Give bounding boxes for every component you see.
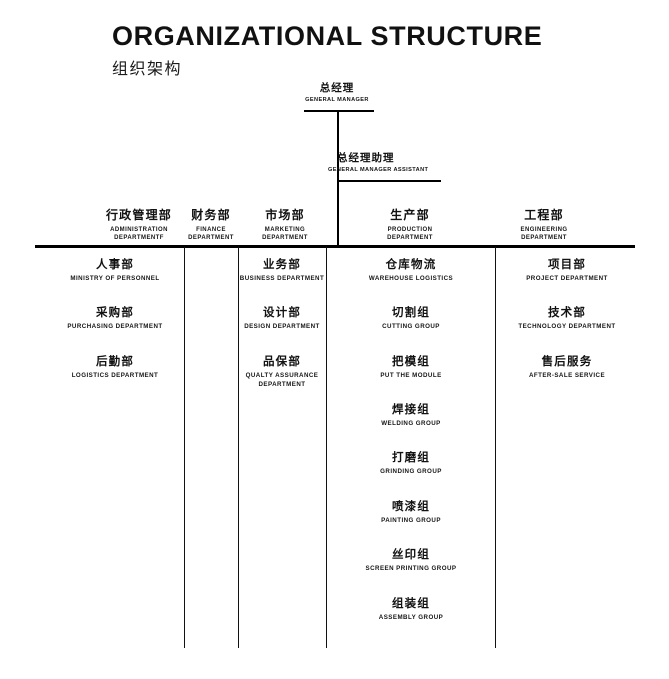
sub-screenprint-english: SCREEN PRINTING GROUP — [365, 565, 457, 573]
divider-column-2 — [238, 247, 239, 648]
node-assembly-group: 组装组 ASSEMBLY GROUP — [330, 597, 492, 623]
sub-aftersale-english: AFTER-SALE SERVICE — [528, 372, 606, 380]
node-department-engineering: 工程部 ENGINEERING DEPARTMENT — [484, 208, 604, 242]
rule-general-manager — [304, 110, 374, 112]
node-painting-group: 喷漆组 PAINTING GROUP — [330, 500, 492, 526]
sub-welding-english: WELDING GROUP — [381, 420, 441, 428]
sub-painting-english: PAINTING GROUP — [381, 517, 441, 525]
node-design-department: 设计部 DESIGN DEPARTMENT — [238, 306, 326, 332]
page-title-chinese: 组织架构 — [112, 61, 183, 79]
sub-assembly-english: ASSEMBLY GROUP — [378, 614, 444, 622]
dept-production-english-1: PRODUCTION — [387, 227, 433, 233]
dept-engineering-chinese: 工程部 — [524, 208, 564, 222]
sub-logistics-chinese: 后勤部 — [95, 356, 135, 368]
sub-design-chinese: 设计部 — [262, 307, 302, 319]
sub-purchasing-english: PURCHASING DEPARTMENT — [67, 323, 163, 331]
node-general-manager-assistant: 总经理助理 GENERAL MANAGER ASSISTANT — [313, 152, 573, 174]
dept-marketing-english-1: MARKETING — [264, 227, 306, 233]
dept-marketing-chinese: 市场部 — [265, 208, 305, 222]
divider-column-4 — [495, 247, 496, 648]
sub-assembly-chinese: 组装组 — [391, 598, 431, 610]
sub-screenprint-chinese: 丝印组 — [391, 549, 431, 561]
dept-engineering-english-1: ENGINEERING — [520, 227, 568, 233]
sub-quality-english-2: DEPARTMENT — [258, 380, 306, 388]
node-gm-assistant-chinese: 总经理助理 — [337, 152, 395, 164]
rule-gm-assistant — [337, 180, 441, 182]
node-department-marketing: 市场部 MARKETING DEPARTMENT — [240, 208, 330, 242]
node-department-production: 生产部 PRODUCTION DEPARTMENT — [350, 208, 470, 242]
node-cutting-group: 切割组 CUTTING GROUP — [330, 306, 492, 332]
sub-painting-chinese: 喷漆组 — [391, 501, 431, 513]
node-general-manager-english: GENERAL MANAGER — [305, 97, 369, 104]
node-department-finance: 财务部 FINANCE DEPARTMENT — [171, 208, 251, 242]
divider-column-3 — [326, 247, 327, 648]
sub-module-english: PUT THE MODULE — [380, 372, 442, 380]
sub-quality-english-1: QUALTY ASSURANCE — [245, 372, 319, 380]
node-grinding-group: 打磨组 GRINDING GROUP — [330, 451, 492, 477]
sub-cutting-english: CUTTING GROUP — [382, 323, 440, 331]
sub-grinding-chinese: 打磨组 — [391, 452, 431, 464]
node-purchasing-department: 采购部 PURCHASING DEPARTMENT — [50, 306, 180, 332]
node-screen-printing-group: 丝印组 SCREEN PRINTING GROUP — [330, 548, 492, 574]
node-gm-assistant-english: GENERAL MANAGER ASSISTANT — [328, 167, 429, 174]
sub-module-chinese: 把模组 — [391, 356, 431, 368]
sub-grinding-english: GRINDING GROUP — [380, 468, 442, 476]
sub-quality-chinese: 品保部 — [262, 356, 302, 368]
node-project-department: 项目部 PROJECT DEPARTMENT — [497, 258, 637, 284]
dept-administration-english-2: DEPARTMENTF — [114, 235, 164, 242]
dept-finance-chinese: 财务部 — [191, 208, 231, 222]
dept-administration-english-1: ADMINISTRATION — [110, 227, 168, 233]
node-logistics-department: 后勤部 LOGISTICS DEPARTMENT — [50, 355, 180, 381]
node-general-manager-chinese: 总经理 — [319, 82, 355, 94]
dept-finance-english-2: DEPARTMENT — [188, 235, 234, 242]
dept-production-english-2: DEPARTMENT — [387, 235, 433, 242]
dept-finance-english-1: FINANCE — [196, 227, 226, 233]
sub-business-english: BUSINESS DEPARTMENT — [239, 275, 325, 283]
sub-welding-chinese: 焊接组 — [391, 404, 431, 416]
sub-project-english: PROJECT DEPARTMENT — [526, 275, 608, 283]
dept-marketing-english-2: DEPARTMENT — [262, 235, 308, 242]
sub-technology-chinese: 技术部 — [547, 307, 587, 319]
dept-engineering-english-2: DEPARTMENT — [521, 235, 567, 242]
dept-production-chinese: 生产部 — [390, 208, 430, 222]
sub-logistics-english: LOGISTICS DEPARTMENT — [71, 372, 159, 380]
node-business-department: 业务部 BUSINESS DEPARTMENT — [238, 258, 326, 284]
node-warehouse-logistics: 仓库物流 WAREHOUSE LOGISTICS — [330, 258, 492, 284]
title-block: ORGANIZATIONAL STRUCTURE 组织架构 — [112, 22, 542, 79]
sub-business-chinese: 业务部 — [262, 259, 302, 271]
node-ministry-of-personnel: 人事部 MINISTRY OF PERSONNEL — [50, 258, 180, 284]
node-quality-assurance-department: 品保部 QUALTY ASSURANCE DEPARTMENT — [238, 355, 326, 389]
divider-column-1 — [184, 247, 185, 648]
sub-aftersale-chinese: 售后服务 — [541, 356, 593, 368]
sub-technology-english: TECHNOLOGY DEPARTMENT — [518, 323, 616, 331]
sub-project-chinese: 项目部 — [547, 259, 587, 271]
sub-personnel-english: MINISTRY OF PERSONNEL — [70, 275, 160, 283]
page-title-english: ORGANIZATIONAL STRUCTURE — [112, 21, 543, 51]
node-after-sale-service: 售后服务 AFTER-SALE SERVICE — [497, 355, 637, 381]
node-welding-group: 焊接组 WELDING GROUP — [330, 403, 492, 429]
sub-cutting-chinese: 切割组 — [391, 307, 431, 319]
sub-warehouse-chinese: 仓库物流 — [385, 259, 437, 271]
node-put-the-module: 把模组 PUT THE MODULE — [330, 355, 492, 381]
sub-personnel-chinese: 人事部 — [95, 259, 135, 271]
rule-department-row — [35, 245, 635, 248]
sub-purchasing-chinese: 采购部 — [95, 307, 135, 319]
connector-gm-spine — [337, 110, 339, 245]
node-technology-department: 技术部 TECHNOLOGY DEPARTMENT — [497, 306, 637, 332]
node-department-administration: 行政管理部 ADMINISTRATION DEPARTMENTF — [79, 208, 199, 242]
node-general-manager: 总经理 GENERAL MANAGER — [287, 82, 387, 104]
sub-design-english: DESIGN DEPARTMENT — [244, 323, 320, 331]
dept-administration-chinese: 行政管理部 — [105, 208, 172, 222]
sub-warehouse-english: WAREHOUSE LOGISTICS — [368, 275, 454, 283]
